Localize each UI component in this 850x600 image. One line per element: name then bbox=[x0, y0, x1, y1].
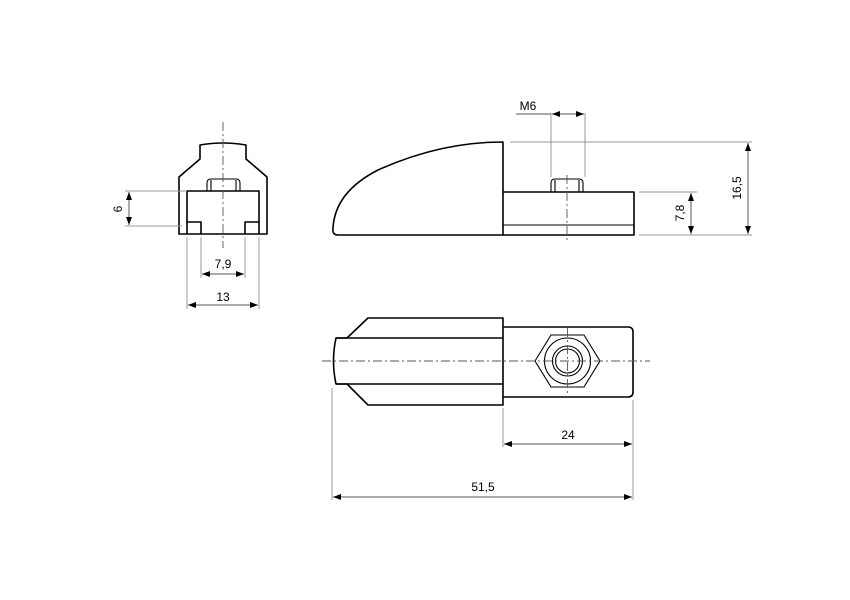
dimension-51-5: 51,5 bbox=[331, 388, 632, 500]
dim-text-m6: M6 bbox=[520, 99, 537, 113]
dimension-13: 13 bbox=[186, 237, 260, 309]
top-view: 24 51,5 bbox=[322, 317, 650, 500]
dimension-6: 6 bbox=[111, 190, 187, 227]
dim-text-13: 13 bbox=[216, 290, 230, 304]
dimension-16-5: 16,5 bbox=[510, 141, 752, 234]
dim-text-51-5: 51,5 bbox=[471, 480, 495, 494]
dimension-m6: M6 bbox=[516, 99, 586, 177]
front-view: 6 7,9 13 bbox=[111, 122, 268, 309]
dim-text-24: 24 bbox=[561, 428, 575, 442]
dim-text-7-9: 7,9 bbox=[215, 257, 232, 271]
dim-text-6: 6 bbox=[111, 205, 125, 212]
dim-text-16-5: 16,5 bbox=[730, 176, 744, 200]
side-view: M6 7,8 16,5 bbox=[332, 99, 752, 240]
dimension-7-9: 7,9 bbox=[200, 237, 246, 278]
dimension-7-8: 7,8 bbox=[639, 191, 752, 236]
dim-text-7-8: 7,8 bbox=[673, 204, 687, 221]
dimension-24: 24 bbox=[502, 400, 634, 500]
